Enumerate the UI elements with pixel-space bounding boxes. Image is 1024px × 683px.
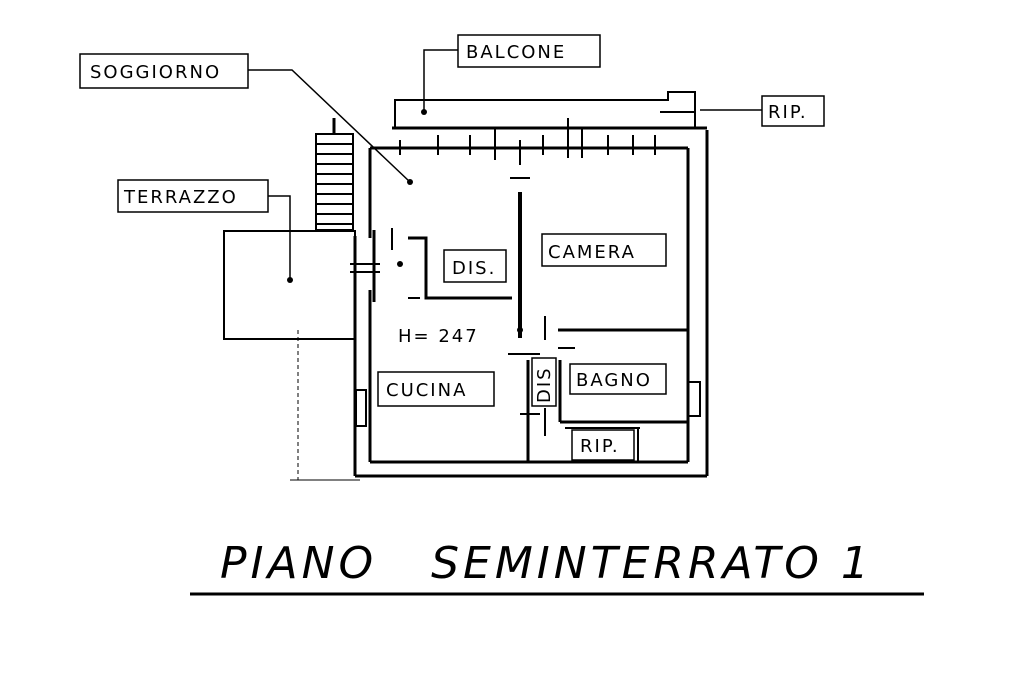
rip-bottom-label: RIP.	[580, 436, 620, 457]
soggiorno-label: SOGGIORNO	[90, 62, 221, 83]
camera-wall	[508, 177, 540, 355]
leader-dots	[287, 109, 523, 333]
plan-title: PIANO SEMINTERRATO 1	[220, 538, 873, 589]
balcone-box	[457, 34, 601, 68]
rip-bottom-box	[571, 429, 635, 461]
dis-vertical-label: DIS	[534, 366, 555, 403]
terrazzo-label: TERRAZZO	[123, 187, 238, 208]
balcony-outline	[394, 91, 696, 128]
height-label: H= 247	[398, 326, 479, 347]
kitchen-window	[355, 389, 367, 427]
label-boxes	[79, 34, 825, 461]
cucina-box	[377, 371, 495, 407]
camera-label: CAMERA	[548, 242, 636, 263]
dis-vertical-box	[531, 357, 557, 407]
staircase	[315, 118, 354, 231]
bagno-box	[569, 363, 667, 395]
plan-linework	[79, 34, 924, 596]
bagno-walls	[520, 360, 688, 462]
right-window	[687, 381, 701, 417]
bagno-label: BAGNO	[576, 370, 652, 391]
dis-box	[443, 249, 507, 283]
camera-bagno-wall	[544, 316, 688, 349]
camera-box	[541, 233, 667, 267]
cucina-label: CUCINA	[386, 380, 467, 401]
rip-bottom-walls	[565, 427, 640, 462]
dis-partition	[391, 228, 512, 300]
balcone-label: BALCONE	[466, 42, 566, 63]
leader-lines	[248, 49, 762, 280]
terrazzo-box	[117, 179, 269, 213]
dimension-guides	[290, 330, 360, 481]
rip-top-box	[761, 95, 825, 127]
soggiorno-box	[79, 53, 249, 89]
dis-label: DIS.	[452, 258, 496, 279]
top-window-marks	[399, 118, 656, 165]
entry-door-marks	[350, 230, 380, 302]
rip-top-label: RIP.	[768, 102, 808, 123]
